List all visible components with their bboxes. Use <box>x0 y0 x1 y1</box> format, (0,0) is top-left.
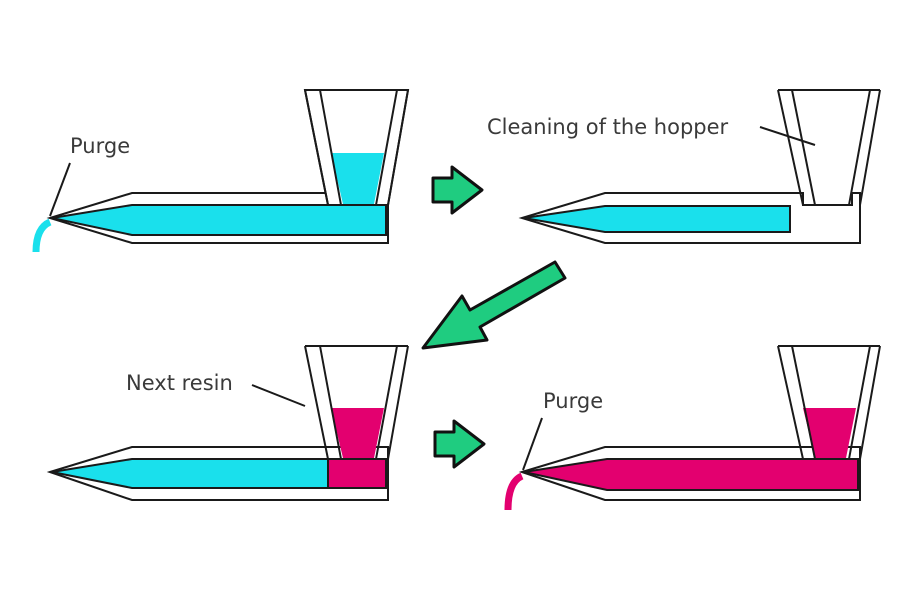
arrow-right-icon <box>433 419 486 469</box>
step-1-panel: Purge <box>32 89 410 253</box>
barrel-resin-fill <box>523 205 791 233</box>
purge-drip <box>32 218 52 253</box>
hopper <box>777 345 881 460</box>
purge-label: Purge <box>543 389 603 413</box>
next-resin-leader-line <box>251 384 306 407</box>
barrel-resin-fill <box>51 204 387 236</box>
hopper-resin-fill <box>803 408 856 458</box>
arrow-right-icon <box>431 165 484 215</box>
purge-label: Purge <box>70 134 130 158</box>
hopper-resin-fill <box>331 153 384 204</box>
hopper-resin-fill <box>331 408 384 458</box>
next-resin-label: Next resin <box>126 371 233 395</box>
cleaning-hopper-label: Cleaning of the hopper <box>487 115 729 139</box>
step-3-panel: Next resin <box>46 345 409 501</box>
hopper <box>304 345 409 460</box>
hopper <box>303 89 410 206</box>
arrow-down-left-icon <box>421 260 567 350</box>
purge-leader-line <box>522 417 543 471</box>
hopper-leader-line <box>759 126 816 146</box>
purge-leader-line <box>49 162 71 217</box>
step-4-panel: Purge <box>504 345 881 511</box>
hopper <box>777 89 881 206</box>
step-2-panel: Cleaning of the hopper <box>487 89 881 244</box>
barrel-next-resin-fill <box>327 458 387 489</box>
barrel-resin-fill <box>523 458 859 491</box>
purge-drip <box>504 472 524 511</box>
